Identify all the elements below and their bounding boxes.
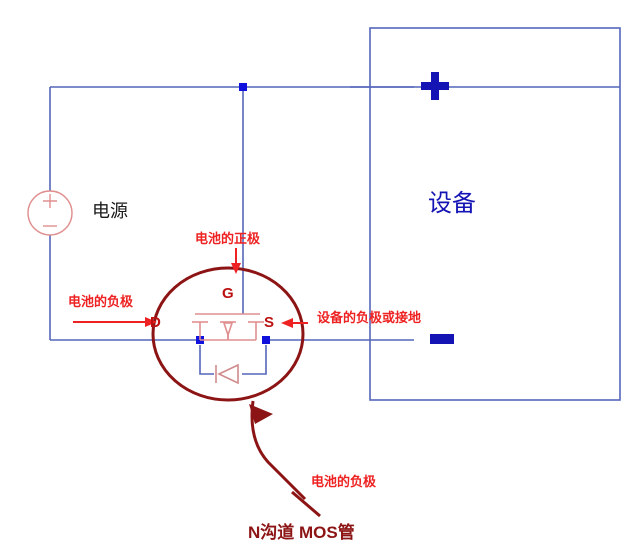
diode-wire-left <box>199 345 214 375</box>
source-plus-icon <box>43 194 57 208</box>
junction-dot-top <box>239 83 247 91</box>
arrow-battery-positive-head <box>231 263 241 274</box>
device-label: 设备 <box>428 190 476 217</box>
mosfet-symbol <box>192 313 264 341</box>
arrow-device-negative-head <box>281 318 293 328</box>
diagram-bottom-title: N沟道 MOS管 <box>248 523 355 542</box>
body-diode-symbol <box>215 363 239 385</box>
annotation-battery-negative-bottom: 电池的负极 <box>311 474 377 489</box>
mosfet-callout-tail <box>291 490 321 518</box>
diode-triangle <box>217 363 239 385</box>
mosfet-callout-head <box>249 404 273 424</box>
mosfet-source-label: S <box>264 314 275 331</box>
device-box <box>369 27 621 401</box>
wiring-group <box>49 27 621 401</box>
body-diode-group <box>199 345 267 375</box>
mosfet-callout-curve <box>250 400 307 501</box>
annotation-arrows <box>73 248 308 328</box>
power-source-label: 电源 <box>92 201 128 221</box>
diode-wire-right <box>242 345 267 375</box>
mosfet-body-arrow <box>222 322 234 338</box>
device-polarity-symbols <box>421 72 454 344</box>
mosfet-callout-arrow <box>249 400 307 501</box>
annotation-battery-negative-left: 电池的负极 <box>68 294 134 309</box>
mosfet-drain-label: D <box>150 314 161 331</box>
mosfet-highlight-ellipse <box>151 266 305 402</box>
annotation-battery-positive: 电池的正极 <box>195 231 261 246</box>
source-circle <box>27 190 73 236</box>
arrow-battery-negative-left-head <box>145 317 157 327</box>
annotation-device-negative-or-ground: 设备的负极或接地 <box>317 310 422 325</box>
device-minus-bar <box>430 334 454 344</box>
device-plus-vertical <box>431 72 439 100</box>
junction-dot-source <box>262 336 270 344</box>
junction-dots <box>196 83 270 344</box>
power-source-symbol <box>27 190 73 236</box>
mosfet-gate-label: G <box>222 285 234 302</box>
